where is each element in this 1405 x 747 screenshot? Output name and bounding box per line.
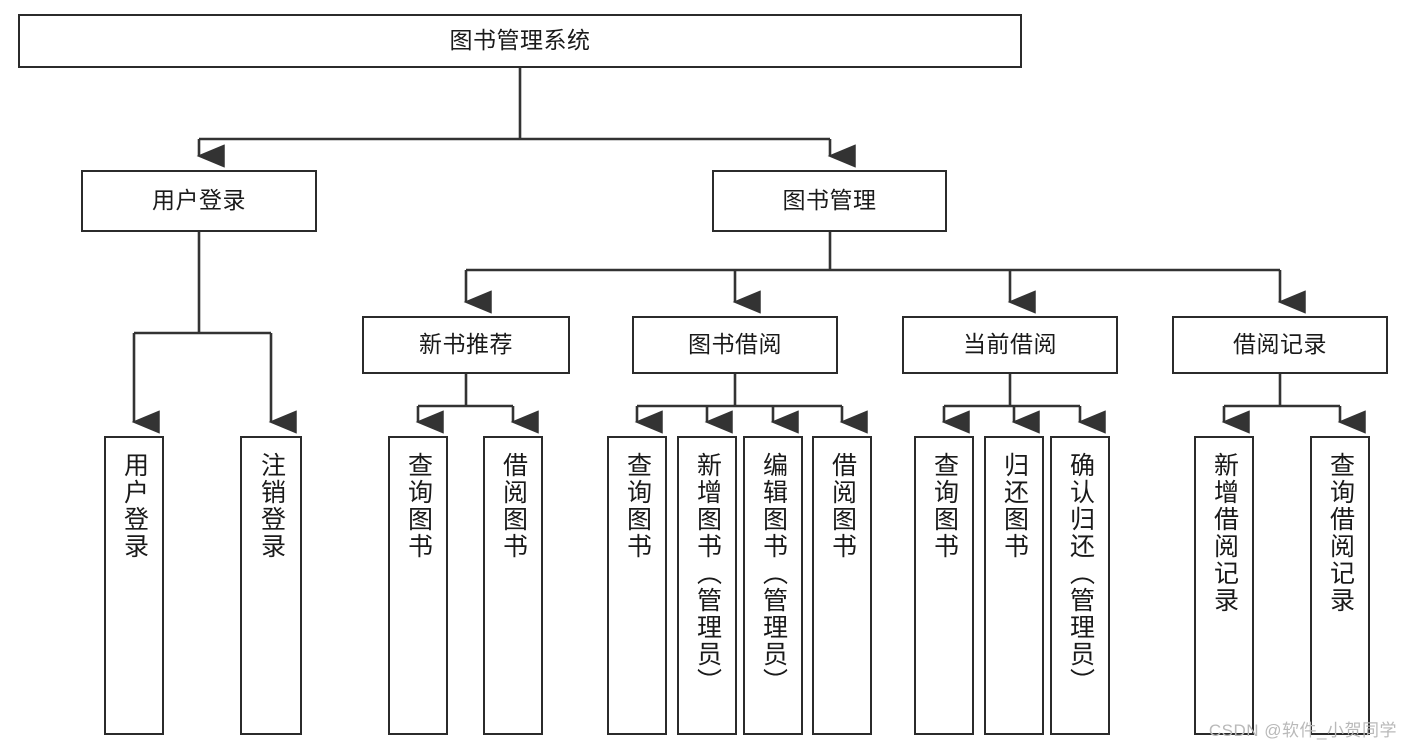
watermark: CSDN @软件_小贺同学 xyxy=(1208,721,1397,740)
leaf-add-borrow-record-label: 新增借阅记录 xyxy=(1210,452,1239,614)
leaf-query-books-bb-label: 查询图书 xyxy=(623,452,652,560)
leaf-edit-book-admin[interactable]: 编辑图书（管理员） xyxy=(743,436,803,735)
leaf-query-borrow-record-label: 查询借阅记录 xyxy=(1326,452,1355,614)
leaf-return-books-label: 归还图书 xyxy=(1000,452,1029,560)
leaf-query-books-cb-label: 查询图书 xyxy=(930,452,959,560)
node-root[interactable]: 图书管理系统 xyxy=(18,14,1022,68)
node-root-label: 图书管理系统 xyxy=(449,27,591,54)
node-book-borrow[interactable]: 图书借阅 xyxy=(632,316,838,374)
leaf-borrow-books-bb[interactable]: 借阅图书 xyxy=(812,436,872,735)
node-book-borrow-label: 图书借阅 xyxy=(688,331,782,358)
leaf-confirm-return-admin[interactable]: 确认归还（管理员） xyxy=(1050,436,1110,735)
leaf-logout[interactable]: 注销登录 xyxy=(240,436,302,735)
node-new-book-recommend-label: 新书推荐 xyxy=(419,331,513,358)
node-user-login[interactable]: 用户登录 xyxy=(81,170,317,232)
leaf-add-book-admin-label: 新增图书（管理员） xyxy=(693,452,722,695)
leaf-query-borrow-record[interactable]: 查询借阅记录 xyxy=(1310,436,1370,735)
node-book-management[interactable]: 图书管理 xyxy=(712,170,947,232)
leaf-borrow-books-rec-label: 借阅图书 xyxy=(499,452,528,560)
leaf-user-login[interactable]: 用户登录 xyxy=(104,436,164,735)
leaf-borrow-books-bb-label: 借阅图书 xyxy=(828,452,857,560)
node-current-borrow[interactable]: 当前借阅 xyxy=(902,316,1118,374)
leaf-borrow-books-rec[interactable]: 借阅图书 xyxy=(483,436,543,735)
leaf-confirm-return-admin-label: 确认归还（管理员） xyxy=(1066,452,1095,695)
node-book-management-label: 图书管理 xyxy=(782,187,877,214)
node-borrow-record[interactable]: 借阅记录 xyxy=(1172,316,1388,374)
node-user-login-label: 用户登录 xyxy=(152,187,246,214)
leaf-query-books-cb[interactable]: 查询图书 xyxy=(914,436,974,735)
leaf-edit-book-admin-label: 编辑图书（管理员） xyxy=(759,452,788,695)
node-new-book-recommend[interactable]: 新书推荐 xyxy=(362,316,570,374)
leaf-logout-label: 注销登录 xyxy=(257,452,286,560)
node-borrow-record-label: 借阅记录 xyxy=(1233,331,1327,358)
leaf-add-book-admin[interactable]: 新增图书（管理员） xyxy=(677,436,737,735)
leaf-add-borrow-record[interactable]: 新增借阅记录 xyxy=(1194,436,1254,735)
leaf-return-books[interactable]: 归还图书 xyxy=(984,436,1044,735)
leaf-query-books-rec-label: 查询图书 xyxy=(404,452,433,560)
leaf-query-books-rec[interactable]: 查询图书 xyxy=(388,436,448,735)
leaf-query-books-bb[interactable]: 查询图书 xyxy=(607,436,667,735)
node-current-borrow-label: 当前借阅 xyxy=(963,331,1057,358)
leaf-user-login-label: 用户登录 xyxy=(120,452,149,560)
